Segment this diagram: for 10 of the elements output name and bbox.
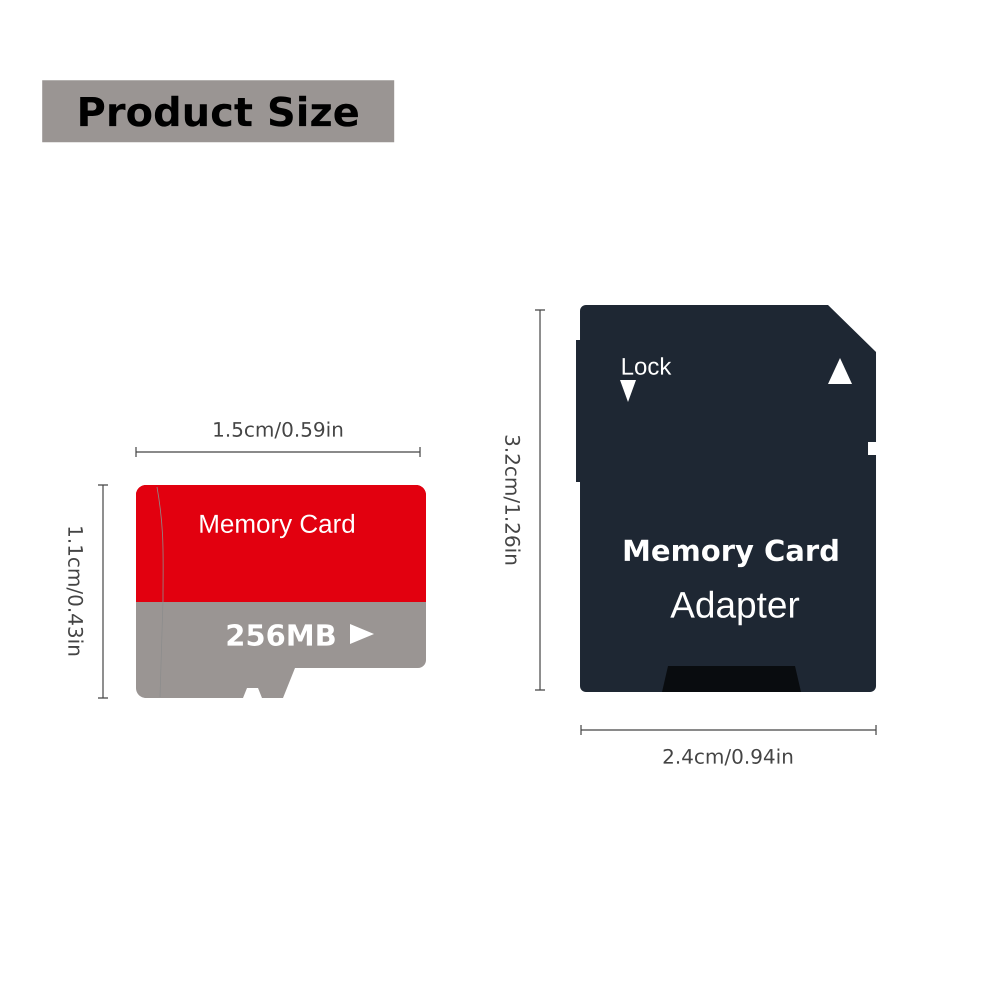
dimension-label: 1.5cm/0.59in <box>214 421 342 439</box>
dimension-label: 3.2cm/1.26in <box>504 436 521 564</box>
dimension-label: 2.4cm/0.94in <box>664 748 792 766</box>
dimension-label: 1.1cm/0.43in <box>66 527 84 656</box>
card-label: Memory Card <box>200 514 354 538</box>
adapter-label: Memory Card <box>624 538 838 568</box>
lock-label: Lock <box>622 357 672 375</box>
title-banner: Product Size <box>42 80 394 142</box>
capacity-label: 256MB <box>228 624 335 646</box>
adapter-label: Adapter <box>670 590 800 626</box>
